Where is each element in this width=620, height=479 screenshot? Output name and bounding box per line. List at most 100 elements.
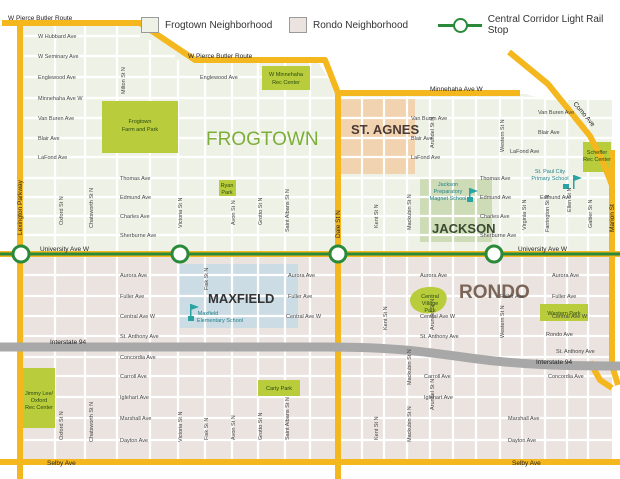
interstate-94	[0, 342, 620, 371]
light-rail-stop-dale	[328, 244, 348, 264]
road-label: Dale St N	[335, 210, 342, 238]
street-label: Fisk St N	[204, 268, 210, 290]
park-label: Park	[424, 308, 436, 314]
school-label: Magnet School	[430, 196, 467, 202]
school-label: Primary School	[531, 176, 568, 182]
street-label: Carroll Ave	[424, 374, 451, 380]
street-label: Dayton Ave	[120, 438, 148, 444]
park-label: Carty Park	[266, 386, 292, 392]
park-label: Ryan	[221, 183, 234, 189]
street-label: Oxford St N	[59, 411, 65, 440]
street-label: St. Anthony Ave	[120, 334, 159, 340]
road-label: Lexington Parkway	[17, 179, 24, 235]
frogtown-swatch	[141, 17, 159, 33]
street-label: Fuller Ave	[552, 294, 576, 300]
road-label: W Pierce Butler Route	[8, 15, 73, 22]
street-label: Mackubin St N	[407, 349, 413, 385]
school-label: Maxfield	[198, 311, 218, 317]
street-label: Englewood Ave	[200, 75, 238, 81]
street-label: St. Anthony Ave	[420, 334, 459, 340]
street-label: Kent St N	[374, 416, 380, 440]
frogtown-farm-park	[102, 101, 178, 153]
street-label: Concordia Ave	[120, 355, 156, 361]
road-label: University Ave W	[40, 246, 90, 253]
rondo-swatch	[289, 17, 307, 33]
school-label: Jackson	[438, 182, 458, 188]
street-label: Central Ave W	[120, 314, 156, 320]
street-label: Oxford St N	[59, 196, 65, 225]
jackson-label: JACKSON	[432, 221, 496, 236]
street-label: Edmund Ave	[120, 195, 151, 201]
road-label: Interstate 94	[50, 339, 87, 346]
street-label: Arundel St N	[430, 299, 436, 330]
street-label: Chatsworth St N	[89, 188, 95, 228]
street-label: Aurora Ave	[420, 273, 447, 279]
street-label: W Hubbard Ave	[38, 34, 76, 40]
street-label: Edmund Ave	[480, 195, 511, 201]
road-label: Minnehaha Ave W	[430, 86, 483, 93]
street-label: Blair Ave	[38, 136, 60, 142]
street-label: Aurora Ave	[120, 273, 147, 279]
school-label: Elementary School	[197, 318, 243, 324]
park-label: W Minnehaha	[269, 72, 304, 78]
street-label: Van Buren Ave	[38, 116, 74, 122]
street-label: LaFond Ave	[411, 155, 440, 161]
school-labels: Jackson Preparatory Magnet School St. Pa…	[197, 169, 569, 324]
school-flag-icon	[563, 175, 582, 189]
central-village-park	[410, 286, 447, 314]
street-label: Victoria St N	[178, 412, 184, 442]
street-label: Avon St N	[231, 200, 237, 225]
street-label: Kent St N	[383, 306, 389, 330]
street-label: Dayton Ave	[508, 438, 536, 444]
street-label: Victoria St N	[178, 198, 184, 228]
school-flag-icon	[188, 304, 199, 321]
street-label: Grotto St N	[258, 412, 264, 440]
street-label: Central Ave W	[552, 314, 588, 320]
light-rail-stop-icon	[438, 18, 482, 33]
street-label: Mackubin St N	[407, 194, 413, 230]
legend-light-rail-label: Central Corridor Light Rail Stop	[487, 14, 604, 36]
street-label: Fisk St N	[204, 418, 210, 440]
light-rail-stop-western	[484, 244, 504, 264]
pierce-butler-route	[2, 20, 520, 96]
maxfield-label: MAXFIELD	[208, 291, 274, 306]
street-label: LaFond Ave	[38, 155, 67, 161]
street-label: Arundel St N	[430, 379, 436, 410]
road-label: University Ave W	[518, 246, 568, 253]
park-label: Western Park	[547, 311, 580, 317]
park-label: Rec Center	[583, 157, 611, 163]
legend-rondo-label: Rondo Neighborhood	[313, 19, 409, 31]
street-label: Iglehart Ave	[424, 395, 453, 401]
street-label: Central Ave W	[420, 314, 456, 320]
street-label: St. Anthony Ave	[556, 349, 595, 355]
street-label: Marshall Ave	[508, 416, 539, 422]
school-label: Preparatory	[434, 189, 463, 195]
street-label: Milton St N	[121, 67, 127, 94]
street-label: Aurora Ave	[552, 273, 579, 279]
park-label: Jimmy Lee/	[25, 391, 54, 397]
street-label: Carroll Ave	[120, 374, 147, 380]
legend-rondo: Rondo Neighborhood	[289, 14, 408, 36]
frogtown-label: FROGTOWN	[206, 129, 319, 150]
street-label: Van Buren Ave	[538, 110, 574, 116]
western-park	[540, 304, 588, 321]
west-street-labels: W Hubbard Ave W Seminary Ave Englewood A…	[38, 34, 159, 444]
street-label: Farrington St N	[545, 195, 551, 232]
st-agnes-label: ST. AGNES	[351, 122, 419, 137]
street-label: Van Buren Ave	[411, 116, 447, 122]
street-label: Chatsworth St N	[89, 402, 95, 442]
park-labels: Frogtown Farm and Park W Minnehaha Rec C…	[25, 72, 611, 411]
street-label: Thomas Ave	[480, 176, 510, 182]
ryan-park	[219, 180, 236, 196]
street-label: Charles Ave	[480, 214, 510, 220]
parks	[23, 66, 611, 428]
street-label: Western St N	[500, 119, 506, 152]
street-label: Kent St N	[374, 204, 380, 228]
street-label: Edmund Ave	[540, 195, 571, 201]
school-flag-icon	[467, 188, 478, 202]
jackson-area	[420, 178, 492, 242]
light-rail-stop-victoria	[170, 244, 190, 264]
light-rail-stop-lexington	[11, 244, 31, 264]
street-label: Grotto St N	[258, 197, 264, 225]
legend-frogtown-label: Frogtown Neighborhood	[165, 19, 273, 31]
